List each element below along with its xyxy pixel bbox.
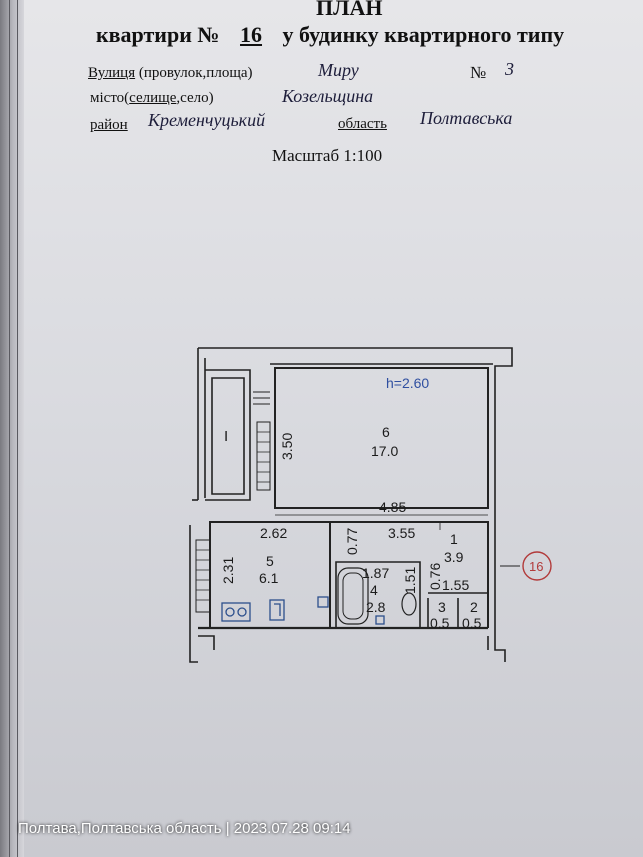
plan-subtitle: квартири № 16 у будинку квартирного типу (96, 22, 564, 48)
scale-label: Масштаб 1:100 (272, 146, 383, 165)
dim-355: 3.55 (388, 525, 415, 541)
dim-350: 3.50 (279, 433, 295, 460)
room1-number: 1 (450, 531, 458, 547)
room6-number: 6 (382, 424, 390, 440)
dim-231: 2.31 (220, 557, 236, 584)
dim-077: 0.77 (344, 528, 360, 555)
dim-187: 1.87 (362, 565, 389, 581)
plan-title: ПЛАН (316, 0, 383, 20)
city-label: місто(селище,село) (90, 90, 214, 106)
room-stamp-number: 16 (529, 559, 543, 574)
dim-155: 1.55 (442, 577, 469, 593)
dim-485: 4.85 (379, 499, 406, 515)
room2-number: 2 (470, 599, 478, 615)
subtitle-suffix: у будинку квартирного типу (282, 22, 565, 47)
dim-076: 0.76 (427, 563, 443, 590)
street-value: Миру (318, 60, 359, 80)
room4-area: 2.8 (366, 599, 386, 615)
room5-number: 5 (266, 553, 274, 569)
room3-number: 3 (438, 599, 446, 615)
dim-262: 2.62 (260, 525, 287, 541)
dim-151: 1.51 (402, 567, 418, 594)
house-label: № (470, 63, 487, 82)
room6-area: 17.0 (371, 443, 398, 459)
city-value: Козельщина (282, 86, 374, 106)
balcony-label: I (224, 428, 228, 445)
binding-edge (0, 0, 24, 857)
room1-area: 3.9 (444, 549, 464, 565)
region-label: область (338, 116, 387, 132)
house-value: 3 (505, 59, 514, 79)
binding-line (9, 0, 10, 857)
room4-number: 4 (370, 582, 378, 598)
region-value: Полтавська (420, 108, 513, 128)
room5-area: 6.1 (259, 570, 279, 586)
district-label: район (90, 117, 128, 133)
room3-area: 0.5 (430, 615, 450, 631)
photo-location-timestamp: Полтава,Полтавська область | 2023.07.28 … (18, 820, 351, 837)
district-value: Кременчуцький (148, 110, 266, 130)
binding-line (17, 0, 18, 857)
apartment-number: 16 (240, 22, 263, 47)
height-note: h=2.60 (386, 375, 429, 391)
room-stamp-circle (522, 551, 552, 581)
room2-area: 0.5 (462, 615, 482, 631)
street-label: Вулиця (провулок,площа) (88, 65, 253, 81)
subtitle-prefix: квартири № (96, 22, 220, 47)
